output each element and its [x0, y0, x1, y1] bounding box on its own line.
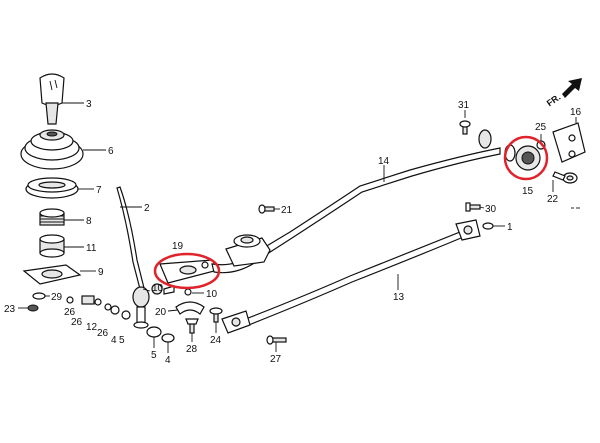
- washer-31: [478, 129, 492, 149]
- shift-rod: [211, 147, 501, 274]
- callout-10b: 10: [206, 289, 218, 300]
- callout-15: 15: [522, 186, 534, 197]
- callout-21: 21: [281, 205, 293, 216]
- callout-29: 29: [51, 292, 63, 303]
- callout-6: 6: [108, 146, 114, 157]
- callout-10a: 10: [152, 283, 164, 294]
- callout-5-left: 5: [119, 335, 125, 346]
- callout-24: 24: [210, 335, 222, 346]
- callout-8: 8: [86, 216, 92, 227]
- bushing-stack: [66, 295, 131, 320]
- callout-4-left: 4: [111, 335, 117, 346]
- mount-bracket-16: [552, 122, 586, 163]
- callout-26c: 26: [97, 328, 109, 339]
- lever-plate: [22, 264, 82, 285]
- callout-19: 19: [172, 241, 184, 252]
- callout-27: 27: [270, 354, 282, 365]
- boot-ring: [25, 177, 79, 199]
- rod-bracket: [159, 259, 219, 284]
- callout-16: 16: [570, 107, 582, 118]
- callout-2: 2: [144, 203, 150, 214]
- callout-14: 14: [378, 156, 390, 167]
- callout-30: 30: [485, 204, 497, 215]
- callout-28: 28: [186, 344, 198, 355]
- callout-7: 7: [96, 185, 102, 196]
- shift-boot: [20, 129, 84, 170]
- callout-4-bottom: 4: [165, 355, 171, 366]
- ball-seat: [39, 234, 65, 258]
- front-direction-label: FR.: [545, 92, 563, 109]
- select-rod-rear-joint: [221, 310, 251, 334]
- bolt-21: [258, 204, 275, 214]
- highlight-circle-bushing-15: [503, 135, 549, 181]
- small-bolt-23: [27, 304, 39, 312]
- callout-22: 22: [547, 194, 559, 205]
- spring-bushing: [39, 208, 65, 226]
- callout-13: 13: [393, 292, 405, 303]
- callout-12: 12: [86, 322, 98, 333]
- bushing-22: [552, 171, 578, 184]
- callout-3: 3: [86, 99, 92, 110]
- callout-5-bottom: 5: [151, 350, 157, 361]
- callout-9: 9: [98, 267, 104, 278]
- clip-10: [163, 285, 175, 295]
- callout-26a: 26: [64, 307, 76, 318]
- callout-26b: 26: [71, 317, 83, 328]
- bolt-24: [209, 307, 223, 323]
- highlight-circles: [153, 135, 549, 290]
- pivot-ball: [151, 283, 163, 295]
- shift-knob: [39, 73, 65, 125]
- pin-10: [184, 288, 192, 296]
- bolt-30: [465, 202, 481, 212]
- washer-1: [482, 222, 494, 230]
- washer-29: [32, 292, 46, 300]
- callout-25: 25: [535, 122, 547, 133]
- shift-lever: [116, 186, 150, 329]
- bolt-27: [266, 335, 287, 345]
- callout-11: 11: [86, 243, 97, 254]
- callout-23: 23: [4, 304, 16, 315]
- callout-31: 31: [458, 100, 470, 111]
- bolt-28: [185, 318, 199, 334]
- front-bushing: [504, 144, 541, 171]
- select-rod-front-end: [455, 219, 481, 241]
- bracket-20: [175, 301, 205, 315]
- highlight-circle-bracket-19: [153, 252, 221, 290]
- nut-5: [146, 326, 162, 338]
- bolt-4: [161, 333, 175, 343]
- callout-labels: 3 6 7 8 11 9 2 23 29 26 26 12 26 4 5 19 …: [4, 99, 582, 366]
- callout-20: 20: [155, 307, 167, 318]
- bolt-31: [459, 120, 471, 135]
- callout-1: 1: [507, 222, 513, 233]
- front-direction-arrow: [562, 78, 582, 98]
